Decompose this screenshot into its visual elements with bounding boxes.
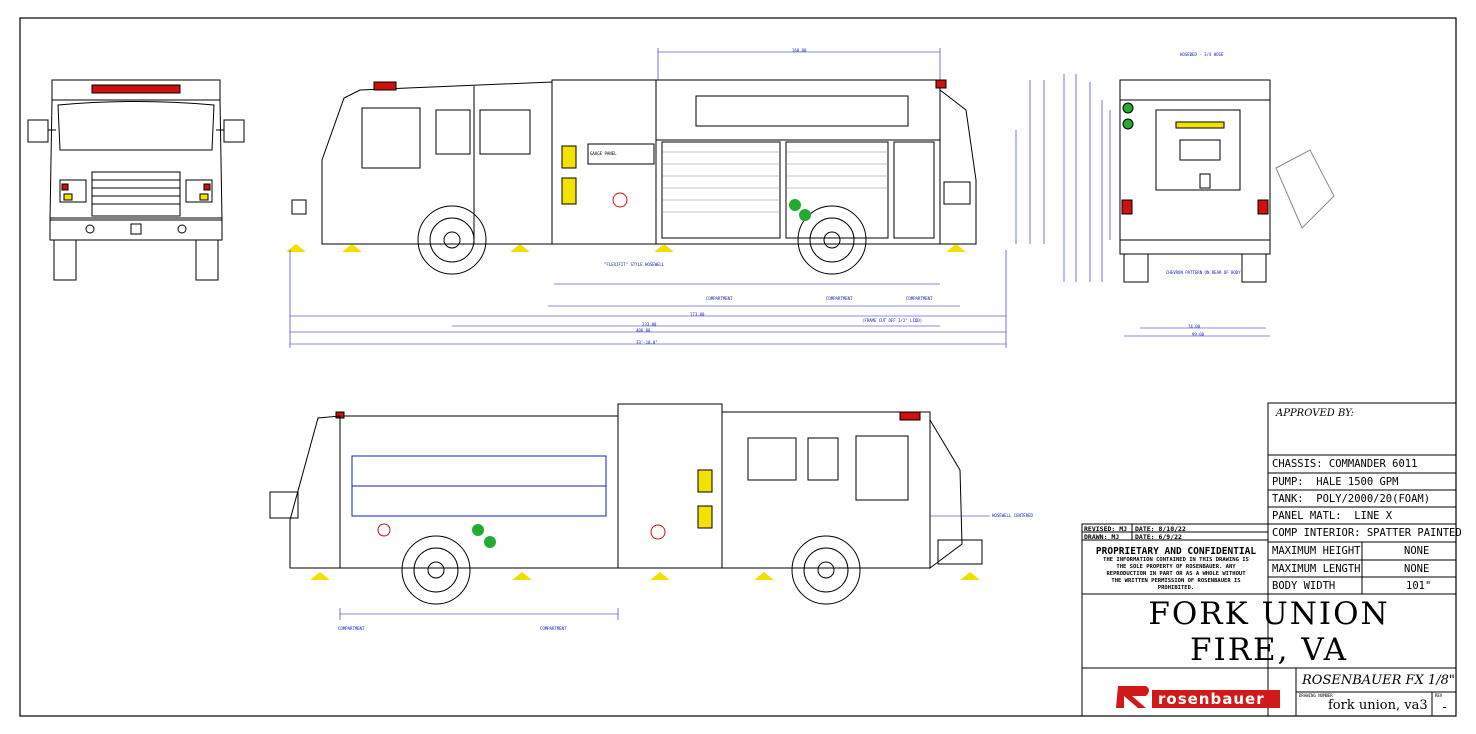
confidential-line-2: THE SOLE PROPERTY OF ROSENBAUER. ANY: [1116, 564, 1236, 570]
dim-overall-length: 33'-10.0": [636, 340, 658, 345]
title-block-frame: [1081, 402, 1457, 717]
compartment-note-1: COMPARTMENT: [706, 296, 733, 301]
customer-name-line-2: FIRE, VA: [1189, 632, 1349, 668]
confidential-line-5: PROHIBITED.: [1157, 585, 1195, 591]
spec-body-width-label: BODY WIDTH: [1272, 580, 1336, 592]
driver-side-view: [291, 79, 977, 275]
dim-top-length: 168.00: [792, 48, 807, 53]
spec-chassis: CHASSIS: COMMANDER 6011: [1272, 458, 1418, 470]
hosewell-centered-note: HOSEWELL CENTERED: [992, 513, 1033, 518]
compartment-note-4: COMPARTMENT: [338, 626, 365, 631]
driver-scene-lights: [286, 244, 966, 252]
hosebed-note: HOSEBED - 3/4 HOSE: [1180, 52, 1224, 57]
driver-dimension-lines: [289, 48, 1045, 348]
rear-dimension-lines: [1063, 74, 1270, 337]
spec-compartment-interior: COMP INTERIOR: SPATTER PAINTED: [1272, 527, 1462, 539]
drawing-number: fork union, va3: [1328, 698, 1428, 713]
rear-view: [1119, 79, 1335, 283]
spec-panel-material: PANEL MATL: LINE X: [1272, 510, 1393, 522]
model-label: ROSENBAUER FX 1/8": [1302, 673, 1455, 688]
dim-wheelbase: 233.00: [642, 322, 657, 327]
chevron-note: CHEVRON PATTERN ON REAR OF BODY: [1166, 270, 1241, 275]
spec-pump: PUMP: HALE 1500 GPM: [1272, 476, 1399, 488]
drawn-date: DATE: 6/9/22: [1135, 533, 1182, 541]
confidential-line-4: THE WRITTEN PERMISSION OF ROSENBAUER IS: [1111, 578, 1241, 584]
logo-text: rosenbauer: [1158, 690, 1265, 708]
drawing-number-label: DRAWING NUMBER: [1299, 693, 1333, 698]
compartment-note-2: COMPARTMENT: [826, 296, 853, 301]
officer-dimension-lines: [339, 515, 990, 620]
confidential-line-1: THE INFORMATION CONTAINED IN THIS DRAWIN…: [1103, 557, 1249, 563]
frame-cutoff-note: (FRAME CUT OFF 1/2" LCDD): [862, 318, 923, 323]
spec-tank: TANK: POLY/2000/20(FOAM): [1272, 493, 1431, 505]
sheet-border: [19, 17, 1457, 717]
spec-max-length-label: MAXIMUM LENGTH: [1272, 563, 1361, 575]
hosewell-note: "FLEXIFIT" STYLE HOSEWELL: [604, 262, 665, 267]
drawn-by: DRAWN: MJ: [1084, 533, 1120, 541]
confidential-line-3: REPRODUCTION IN PART OR AS A WHOLE WITHO…: [1106, 571, 1246, 577]
front-view: [27, 79, 245, 281]
revised-date: DATE: 8/10/22: [1135, 525, 1186, 533]
rev-value: -: [1441, 700, 1449, 714]
compartment-note-3: COMPARTMENT: [906, 296, 933, 301]
dim-rear-width: 74.00: [1188, 324, 1201, 329]
compartment-note-5: COMPARTMENT: [540, 626, 567, 631]
confidential-title: PROPRIETARY AND CONFIDENTIAL: [1095, 546, 1257, 557]
dim-overall-length-in: 406.00: [636, 328, 651, 333]
rosenbauer-logo: [1116, 686, 1280, 708]
spec-body-width-value: 101": [1406, 580, 1432, 592]
customer-name-line-1: FORK UNION: [1148, 596, 1390, 632]
officer-side-view: [269, 403, 983, 605]
officer-scene-lights: [310, 572, 980, 580]
spec-max-length-value: NONE: [1404, 563, 1430, 575]
spec-max-height-value: NONE: [1404, 545, 1430, 557]
dim-rear-width-2: 99.00: [1192, 332, 1205, 337]
rev-label: REV: [1435, 693, 1443, 698]
gauge-panel-note: GAUGE PANEL: [590, 151, 617, 156]
dim-body-length: 173.00: [690, 312, 705, 317]
approved-by-label: APPROVED BY:: [1276, 408, 1354, 419]
spec-max-height-label: MAXIMUM HEIGHT: [1272, 545, 1361, 557]
revised-by: REVISED: MJ: [1084, 525, 1128, 533]
